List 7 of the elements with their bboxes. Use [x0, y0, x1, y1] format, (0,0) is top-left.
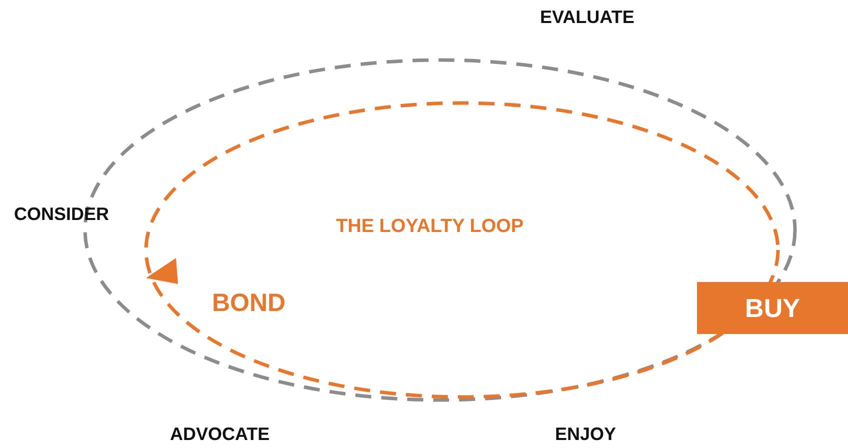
stage-label: CONSIDER — [14, 205, 110, 225]
stage-label: ENJOY — [555, 425, 616, 445]
stage-label: EVALUATE — [540, 8, 634, 28]
stage-label: ADVOCATE — [170, 425, 270, 445]
loop-title: THE LOYALTY LOOP — [336, 217, 524, 238]
stage-box: BUY — [697, 282, 848, 334]
stage-label: BOND — [212, 290, 286, 318]
